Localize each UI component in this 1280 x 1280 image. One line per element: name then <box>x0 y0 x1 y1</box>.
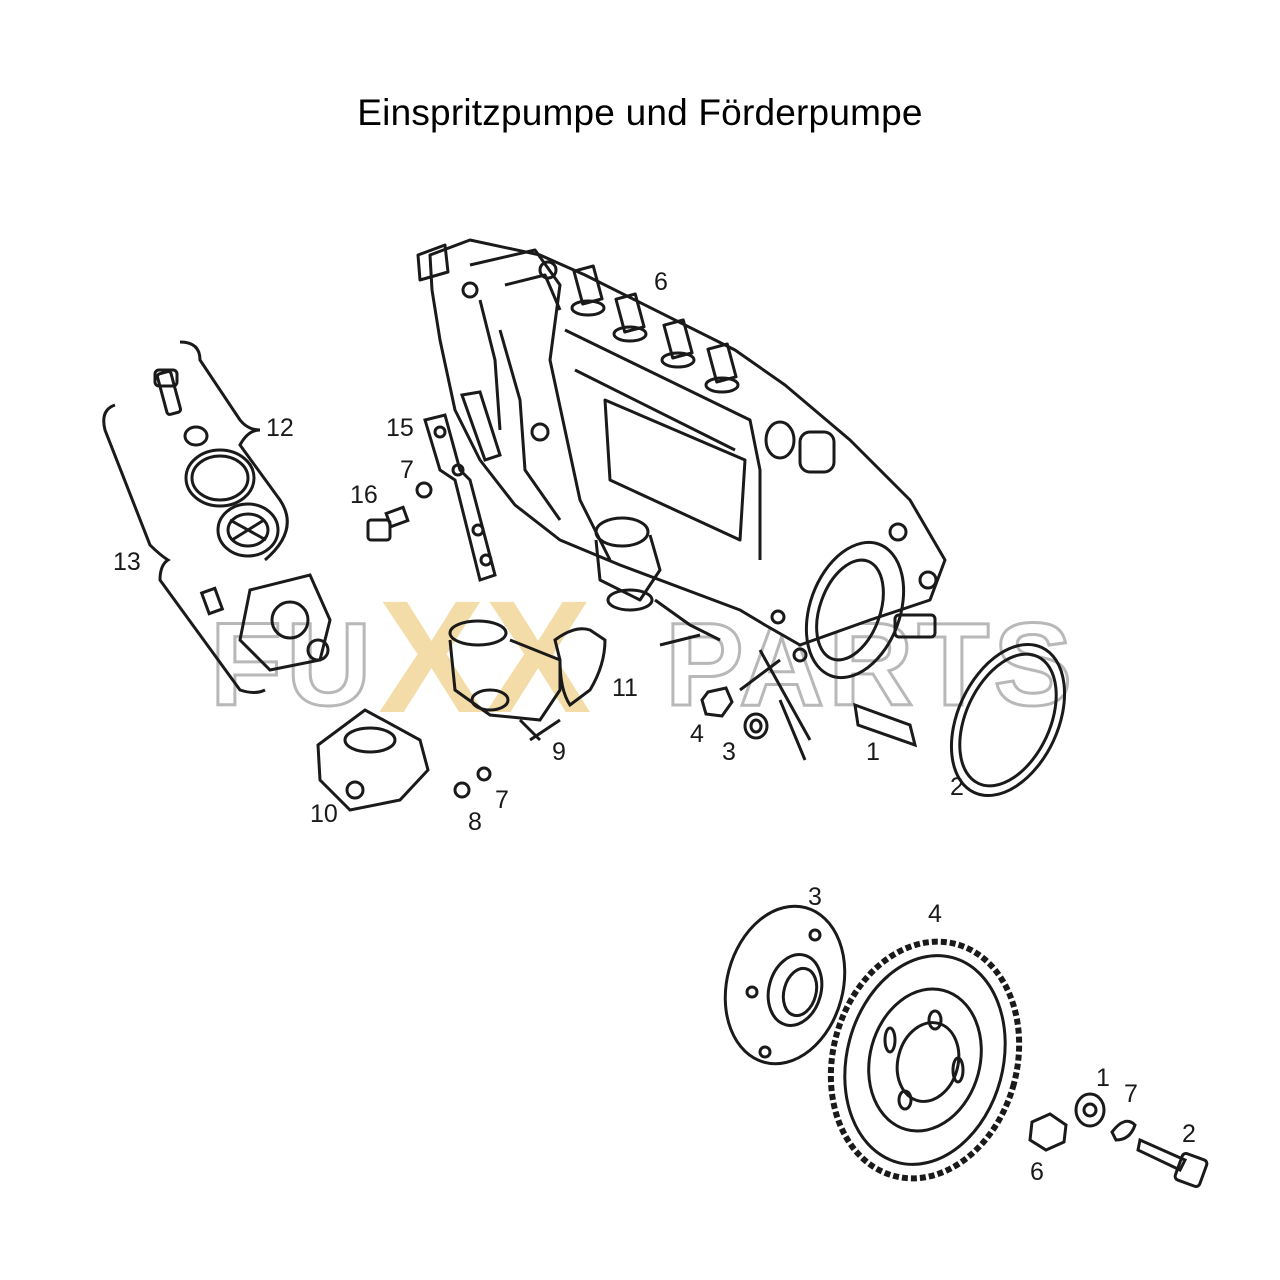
callout-pump-2: 2 <box>950 773 964 801</box>
injection-pump-body <box>416 238 947 680</box>
callout-pump-9: 9 <box>552 738 566 766</box>
callout-gear-4: 4 <box>928 900 942 928</box>
small-parts <box>700 642 1067 798</box>
callout-pump-1: 1 <box>866 738 880 766</box>
callout-pump-16: 16 <box>350 481 378 509</box>
callout-pump-11: 11 <box>612 674 638 702</box>
pump-callouts: 1 2 3 4 6 7 7 8 9 10 11 12 13 15 16 <box>113 268 964 836</box>
watermark-xx-text: XX <box>378 567 591 746</box>
callout-gear-1: 1 <box>1096 1064 1110 1092</box>
callout-pump-4: 4 <box>690 720 704 748</box>
callout-gear-6: 6 <box>1030 1158 1044 1186</box>
callout-pump-13: 13 <box>113 548 141 576</box>
callout-pump-3: 3 <box>722 738 736 766</box>
filter-assembly <box>102 340 332 694</box>
diagram-title: Einspritzpumpe und Förderpumpe <box>357 92 923 133</box>
callout-pump-8: 8 <box>468 808 482 836</box>
callout-pump-15: 15 <box>386 414 414 442</box>
gear-callouts: 1 2 3 4 6 7 <box>808 883 1196 1186</box>
callout-pump-10: 10 <box>310 800 338 828</box>
callout-pump-7-lower: 7 <box>495 786 509 814</box>
callout-pump-6: 6 <box>654 268 668 296</box>
callout-gear-3: 3 <box>808 883 822 911</box>
callout-pump-12: 12 <box>266 414 294 442</box>
plate-and-bolt <box>366 390 502 582</box>
callout-pump-7-upper: 7 <box>400 456 414 484</box>
gear-assembly <box>723 904 1209 1188</box>
callout-gear-2: 2 <box>1182 1120 1196 1148</box>
callout-gear-7: 7 <box>1124 1080 1138 1108</box>
feed-pump-parts <box>316 619 607 812</box>
